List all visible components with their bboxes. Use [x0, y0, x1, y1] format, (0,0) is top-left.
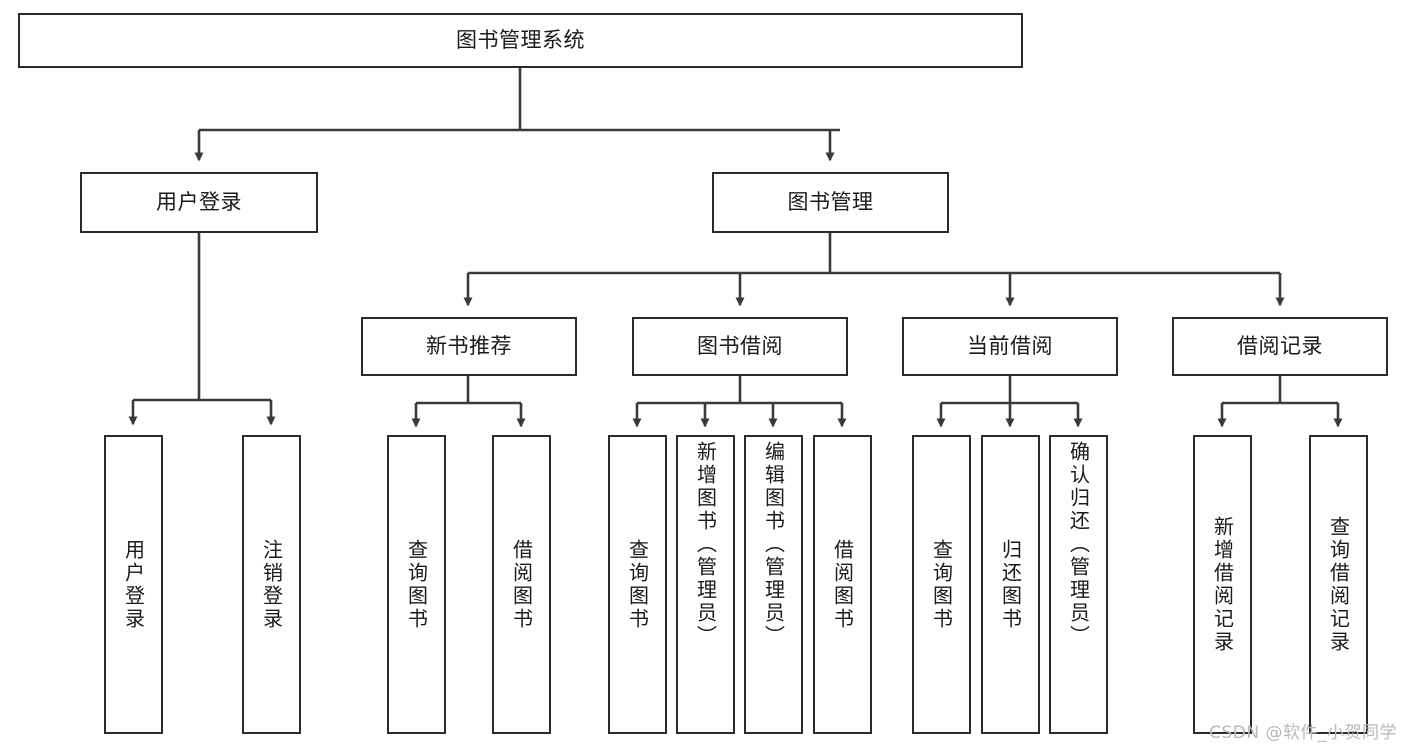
- node-leaf-borrow-book-2[interactable]: 借阅图书: [813, 435, 872, 734]
- node-leaf-confirm-return[interactable]: 确认归还（管理员）: [1049, 435, 1108, 734]
- node-new-book-recommend[interactable]: 新书推荐: [361, 317, 577, 376]
- node-root[interactable]: 图书管理系统: [18, 13, 1023, 68]
- node-leaf-edit-book-label: 编辑图书（管理员）: [761, 441, 786, 648]
- node-leaf-add-book[interactable]: 新增图书（管理员）: [676, 435, 735, 734]
- node-borrow-record[interactable]: 借阅记录: [1172, 317, 1388, 376]
- node-leaf-logout-login[interactable]: 注销登录: [242, 435, 301, 734]
- node-current-borrow[interactable]: 当前借阅: [902, 317, 1118, 376]
- node-leaf-user-login-label: 用户登录: [121, 538, 146, 631]
- node-leaf-add-record[interactable]: 新增借阅记录: [1193, 435, 1252, 734]
- node-book-borrow-label: 图书借阅: [697, 333, 783, 358]
- node-leaf-query-book-1[interactable]: 查询图书: [387, 435, 446, 734]
- node-leaf-return-book-label: 归还图书: [998, 538, 1023, 631]
- node-root-label: 图书管理系统: [456, 27, 585, 52]
- node-leaf-edit-book[interactable]: 编辑图书（管理员）: [744, 435, 803, 734]
- node-book-management[interactable]: 图书管理: [712, 172, 949, 233]
- node-book-borrow[interactable]: 图书借阅: [632, 317, 848, 376]
- node-borrow-record-label: 借阅记录: [1237, 333, 1323, 358]
- node-leaf-query-book-2-label: 查询图书: [625, 538, 650, 631]
- node-user-login-label: 用户登录: [156, 189, 242, 214]
- node-leaf-add-book-label: 新增图书（管理员）: [693, 441, 718, 648]
- node-user-login[interactable]: 用户登录: [80, 172, 318, 233]
- node-leaf-query-book-3[interactable]: 查询图书: [912, 435, 971, 734]
- node-leaf-logout-login-label: 注销登录: [259, 538, 284, 631]
- node-leaf-confirm-return-label: 确认归还（管理员）: [1066, 441, 1091, 648]
- node-leaf-query-book-2[interactable]: 查询图书: [608, 435, 667, 734]
- node-leaf-borrow-book-2-label: 借阅图书: [830, 538, 855, 631]
- node-leaf-user-login[interactable]: 用户登录: [104, 435, 163, 734]
- node-new-book-recommend-label: 新书推荐: [426, 333, 512, 358]
- node-leaf-query-record[interactable]: 查询借阅记录: [1309, 435, 1368, 734]
- node-leaf-query-book-3-label: 查询图书: [929, 538, 954, 631]
- node-leaf-borrow-book-1[interactable]: 借阅图书: [492, 435, 551, 734]
- node-current-borrow-label: 当前借阅: [967, 333, 1053, 358]
- node-leaf-query-record-label: 查询借阅记录: [1326, 515, 1351, 654]
- node-leaf-add-record-label: 新增借阅记录: [1210, 515, 1235, 654]
- node-book-management-label: 图书管理: [787, 189, 874, 214]
- node-leaf-return-book[interactable]: 归还图书: [981, 435, 1040, 734]
- node-leaf-query-book-1-label: 查询图书: [404, 538, 429, 631]
- watermark-text: CSDN @软件_小贺同学: [1209, 723, 1397, 743]
- node-leaf-borrow-book-1-label: 借阅图书: [509, 538, 534, 631]
